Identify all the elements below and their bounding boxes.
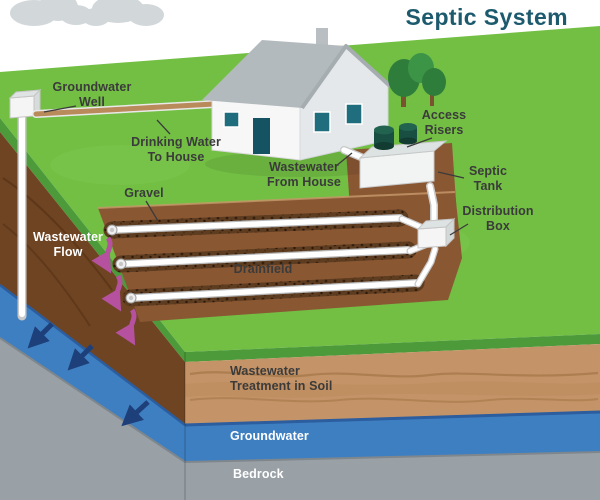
dbox-side [445, 217, 455, 248]
label-wastewater-from-house: Wastewater From House [267, 160, 341, 190]
label-gravel: Gravel [124, 186, 164, 200]
groundwater-edge [0, 284, 186, 426]
supply-pipe [33, 100, 235, 117]
label-groundwater-well: Groundwater Well [52, 80, 132, 110]
house [202, 28, 392, 161]
label-drinking-water: Drinking Water To House [131, 135, 221, 165]
strata-band [185, 381, 600, 398]
wastewater-flow-arrow-icon [91, 236, 137, 346]
distribution-box [416, 217, 456, 249]
groundwater-well [8, 88, 42, 321]
roof-trim [300, 44, 392, 110]
tank-top [358, 140, 448, 159]
pointer-groundwater-well [43, 105, 77, 113]
label-distribution-box: Distribution Box [462, 204, 534, 234]
topsoil-front [185, 344, 600, 425]
connector-pipe [415, 246, 438, 287]
bedrock-left [0, 338, 185, 500]
bedrock-edge [184, 451, 600, 463]
groundwater-edge [184, 410, 600, 427]
label-pointer-lines [43, 105, 469, 236]
drinking-water-pipe [32, 99, 236, 118]
percolation-arrow [115, 308, 137, 346]
front-door [253, 118, 270, 154]
percolation-arrow [91, 236, 113, 274]
cloud-icon [82, 0, 164, 26]
tree-canopy [422, 68, 446, 96]
label-bedrock: Bedrock [233, 467, 284, 481]
strata-line [189, 371, 599, 378]
septic-tank [358, 123, 448, 189]
groundwater-arrow [27, 322, 54, 349]
tree-trunk [401, 94, 406, 107]
page-title: Septic System [405, 4, 568, 30]
strata-line [189, 397, 599, 403]
label-septic-tank: Septic Tank [468, 164, 508, 194]
bedrock-edge [0, 337, 186, 463]
access-riser [374, 125, 394, 150]
grass-highlight [50, 145, 190, 185]
front-window [223, 111, 240, 128]
groundwater-layer [185, 412, 600, 462]
front-soil-face [184, 334, 600, 500]
percolation-arrow [101, 274, 123, 312]
tank-outlet-pipe [426, 182, 438, 225]
side-window [313, 111, 331, 133]
cloud-icon [10, 0, 92, 26]
pipe-end-cap [106, 224, 137, 304]
pointer-access-risers [406, 137, 433, 148]
connector-pipe [399, 216, 426, 231]
roof [202, 40, 346, 108]
groundwater-flow-arrow-icon [27, 322, 150, 427]
topsoil-left [0, 132, 185, 425]
outlet-pipe [427, 183, 437, 224]
label-groundwater: Groundwater [230, 429, 309, 443]
tree-trunk [430, 95, 434, 106]
drainfield-laterals [103, 209, 425, 307]
house-shadow [205, 151, 395, 177]
dbox-front [417, 226, 447, 249]
label-access-risers: Access Risers [421, 108, 467, 138]
bedrock-layer [185, 452, 600, 500]
pointer-drinking-water [156, 119, 171, 135]
pointer-wastewater-from-house [335, 152, 353, 167]
sod-edge-front [185, 334, 600, 362]
lateral-pipe [109, 215, 403, 233]
label-wastewater-treatment: Wastewater Treatment in Soil [230, 364, 333, 394]
side-window [345, 103, 363, 125]
groundwater-arrow [67, 344, 94, 371]
lateral-pipe [128, 280, 419, 301]
tree-icon [388, 53, 446, 107]
access-riser [399, 123, 417, 145]
pointer-gravel [145, 200, 159, 222]
pit-edge-highlight [97, 191, 456, 209]
pointer-distribution-box [449, 223, 469, 236]
strata-line [2, 223, 91, 327]
groundwater-arrow [121, 400, 150, 427]
well-head-front [9, 95, 35, 119]
pointer-septic-tank [437, 171, 465, 179]
label-wastewater-flow: Wastewater Flow [32, 230, 104, 260]
lateral-pipe [118, 247, 411, 267]
label-drainfield: Drainfield [233, 262, 293, 276]
